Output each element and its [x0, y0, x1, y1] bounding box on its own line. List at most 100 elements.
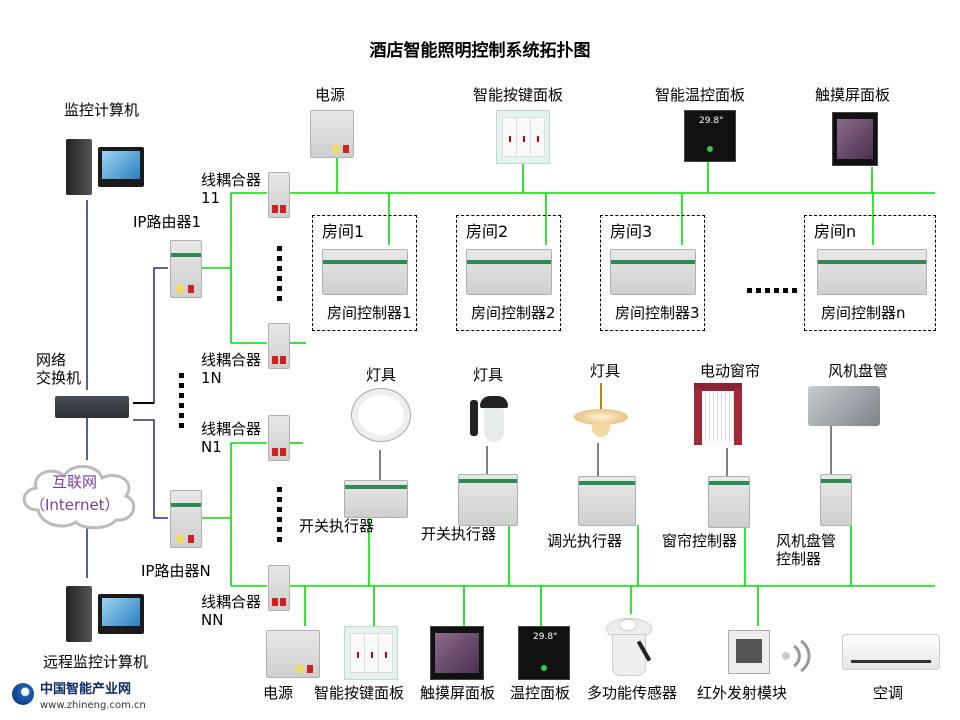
coupler-nn-id: NN [201, 611, 224, 629]
bottom-touchscreen-icon[interactable] [430, 626, 484, 680]
power-supply-icon[interactable] [310, 110, 354, 158]
switch-actuator-2-icon[interactable] [458, 474, 518, 526]
network-switch-label: 网络 交换机 [36, 351, 81, 387]
room-ellipsis [747, 278, 801, 293]
ip-link-switch-router1 [133, 267, 168, 404]
coupler-nn-name: 线耦合器 [201, 593, 262, 611]
room-controller-1-icon[interactable] [322, 249, 408, 295]
watermark-name: 中国智能产业网 [40, 682, 132, 697]
curtain-controller-icon[interactable] [708, 476, 750, 528]
room-1-group: 房间1 房间控制器1 [312, 215, 417, 331]
curtain-icon [694, 383, 742, 445]
coupler-n1-name: 线耦合器 [201, 420, 262, 438]
bottom-thermostat-label: 温控面板 [510, 684, 571, 702]
watermark-logo-icon [12, 683, 34, 705]
touchscreen-panel-icon[interactable] [832, 112, 878, 166]
curtain-controller-label: 窗帘控制器 [662, 532, 738, 550]
coupler-nn-label: 线耦合器 NN [201, 593, 261, 629]
bottom-sensor-label: 多功能传感器 [587, 684, 678, 702]
switch-actuator-1-label: 开关执行器 [299, 517, 375, 535]
router-ellipsis [179, 373, 184, 433]
ip-link-switch-routerN [133, 419, 168, 519]
room-controller-1-label: 房间控制器1 [327, 304, 412, 322]
diagram-title: 酒店智能照明控制系统拓扑图 [369, 41, 591, 61]
coupler-n1-icon[interactable] [268, 415, 290, 461]
load-chandelier-label: 灯具 [590, 362, 621, 380]
ip-router-n-icon[interactable] [170, 490, 202, 548]
top-touchscreen-label: 触摸屏面板 [815, 86, 891, 104]
button-panel-icon[interactable] [496, 110, 550, 164]
room-3-name: 房间3 [610, 222, 653, 241]
ir-signal-icon [782, 639, 811, 673]
dimming-actuator-label: 调光执行器 [547, 532, 623, 550]
chandelier-icon [570, 383, 632, 441]
coupler-1n-icon[interactable] [268, 323, 290, 369]
switch-actuator-1-icon[interactable] [344, 480, 408, 518]
bottom-touchscreen-label: 触摸屏面板 [420, 684, 496, 702]
load-curtain-label: 电动窗帘 [700, 362, 761, 380]
monitor-pc-label: 监控计算机 [64, 101, 140, 119]
load-wall-lamp-label: 灯具 [473, 366, 504, 384]
room-controller-n-label: 房间控制器n [821, 304, 906, 322]
internet-cloud-icon [22, 465, 136, 530]
multi-sensor-icon[interactable] [604, 616, 654, 678]
coupler-11-name: 线耦合器 [201, 171, 262, 189]
ip-router-1-icon[interactable] [170, 240, 202, 298]
room-controller-2-label: 房间控制器2 [471, 304, 556, 322]
ir-emitter-icon[interactable] [728, 630, 770, 674]
remote-pc-icon[interactable] [64, 582, 146, 644]
fan-coil-controller-icon[interactable] [820, 474, 852, 526]
room-controller-n-icon[interactable] [817, 249, 927, 295]
top-power-label: 电源 [315, 86, 346, 104]
fan-coil-controller-label-line1: 风机盘管 [776, 532, 837, 550]
fan-coil-controller-label: 风机盘管 控制器 [776, 532, 836, 568]
watermark-url: www.zhineng.com.cn [40, 700, 146, 711]
top-thermostat-label: 智能温控面板 [655, 86, 746, 104]
bottom-power-supply-icon[interactable] [266, 630, 320, 678]
coupler-1n-id: 1N [201, 369, 222, 387]
room-controller-2-icon[interactable] [466, 249, 552, 295]
load-fan-coil-label: 风机盘管 [828, 362, 889, 380]
fan-coil-icon [808, 386, 880, 426]
room-controller-3-icon[interactable] [610, 249, 696, 295]
coupler-1n-name: 线耦合器 [201, 351, 262, 369]
downlight-icon [352, 389, 410, 441]
remote-pc-label: 远程监控计算机 [43, 653, 149, 671]
bottom-thermostat-icon[interactable]: 29.8° [518, 626, 570, 680]
internet-label-cn: 互联网 [52, 473, 98, 491]
room-1-name: 房间1 [322, 222, 365, 241]
coupler-ellipsis-1 [277, 246, 282, 306]
top-button-panel-label: 智能按键面板 [473, 86, 564, 104]
wall-lamp-icon [466, 386, 510, 446]
thermostat-panel-icon[interactable]: 29.8° [684, 110, 736, 162]
coupler-nn-icon[interactable] [268, 565, 290, 611]
room-n-group: 房间n 房间控制器n [804, 215, 936, 331]
air-conditioner-icon[interactable] [842, 634, 940, 670]
room-controller-3-label: 房间控制器3 [615, 304, 700, 322]
bottom-power-label: 电源 [263, 684, 294, 702]
switch-actuator-2-label: 开关执行器 [421, 525, 497, 543]
coupler-n1-id: N1 [201, 438, 222, 456]
ip-router-n-label: IP路由器N [141, 562, 211, 580]
fan-coil-controller-label-line2: 控制器 [776, 550, 822, 568]
room-3-group: 房间3 房间控制器3 [600, 215, 705, 331]
coupler-11-icon[interactable] [268, 172, 290, 218]
bottom-thermostat-temp-readout: 29.8° [533, 632, 558, 642]
dimming-actuator-icon[interactable] [578, 476, 636, 526]
ip-router-1-label: IP路由器1 [133, 213, 202, 231]
bottom-ir-label: 红外发射模块 [697, 684, 788, 702]
coupler-11-label: 线耦合器 11 [201, 171, 261, 207]
coupler-11-id: 11 [201, 189, 221, 207]
network-switch-icon[interactable] [55, 396, 129, 418]
monitor-pc-icon[interactable] [64, 135, 146, 197]
switch-label-line1: 网络 [36, 351, 67, 369]
bottom-button-panel-icon[interactable] [344, 626, 398, 680]
coupler-n1-label: 线耦合器 N1 [201, 420, 261, 456]
coupler-ellipsis-2 [277, 487, 282, 547]
internet-label-en: （Internet） [30, 496, 120, 514]
load-downlight-label: 灯具 [366, 366, 397, 384]
thermostat-temp-readout: 29.8° [699, 116, 724, 126]
coupler-1n-label: 线耦合器 1N [201, 351, 261, 387]
room-2-name: 房间2 [466, 222, 509, 241]
